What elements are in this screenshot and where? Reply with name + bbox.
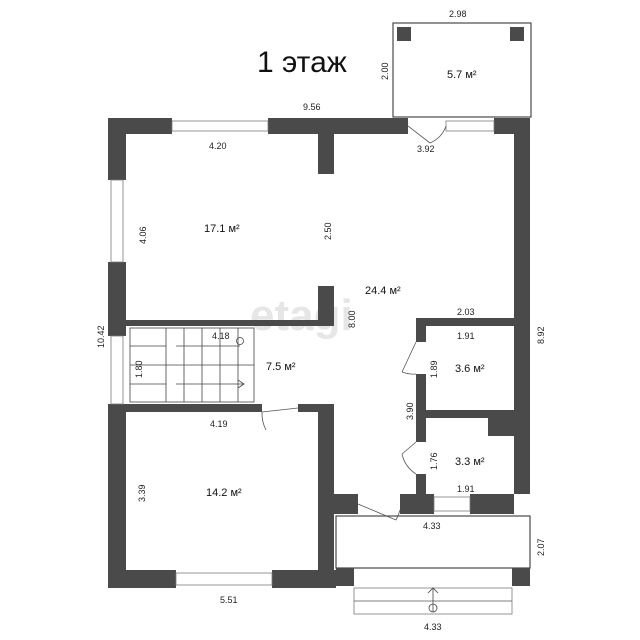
dim-hall-length: 8.00 (347, 310, 357, 328)
interior-walls (126, 134, 514, 588)
area-balcony-top: 5.7 м² (447, 69, 477, 81)
dim-balcony-depth: 2.00 (380, 62, 390, 80)
dim-bottom-wall: 5.51 (220, 595, 238, 605)
windows (110, 120, 513, 615)
dim-porch-bottom: 4.33 (424, 622, 442, 632)
dim-top-wall: 9.56 (303, 102, 321, 112)
dim-bath-low-width: 1.91 (457, 484, 475, 494)
dim-porch-depth: 2.07 (536, 538, 546, 556)
outer-walls (108, 118, 531, 588)
dim-bath-top-height: 1.89 (429, 360, 439, 378)
dim-door-right: 3.92 (417, 144, 435, 154)
area-bath2: 3.3 м² (455, 456, 485, 468)
floor-title: 1 этаж (257, 46, 347, 79)
area-bedroom: 14.2 м² (206, 487, 242, 499)
dim-living-height: 4.06 (138, 226, 148, 244)
dim-bath-top-inner: 1.91 (457, 331, 475, 341)
dim-right-total: 8.92 (536, 326, 546, 344)
watermark: etagi (250, 291, 353, 340)
dim-bedroom-height: 3.39 (137, 484, 147, 502)
dim-stair-depth: 1.80 (134, 360, 144, 378)
dim-corridor-height: 3.90 (405, 402, 415, 420)
staircase (129, 327, 255, 403)
entrance-arrow-icon (427, 587, 439, 613)
area-stairs: 7.5 м² (266, 361, 296, 373)
dim-bath-top-outer: 2.03 (457, 307, 475, 317)
dim-partition: 2.50 (323, 222, 333, 240)
dim-left-total: 10.42 (96, 325, 106, 348)
area-hall: 24.4 м² (365, 285, 401, 297)
dim-porch-width: 4.33 (423, 521, 441, 531)
dim-living-window: 4.20 (209, 141, 227, 151)
dim-balcony-width: 2.98 (449, 9, 467, 19)
dim-bedroom-width: 4.19 (210, 419, 228, 429)
area-living: 17.1 м² (204, 223, 240, 235)
dim-bath-low-height: 1.76 (429, 452, 439, 470)
dim-stair-width: 4.18 (212, 331, 230, 341)
doors (261, 125, 447, 521)
dimension-labels: 2.98 2.00 9.56 4.20 3.92 4.06 2.50 8.00 … (96, 9, 546, 632)
balcony-top (392, 22, 532, 118)
area-bath1: 3.6 м² (455, 363, 485, 375)
